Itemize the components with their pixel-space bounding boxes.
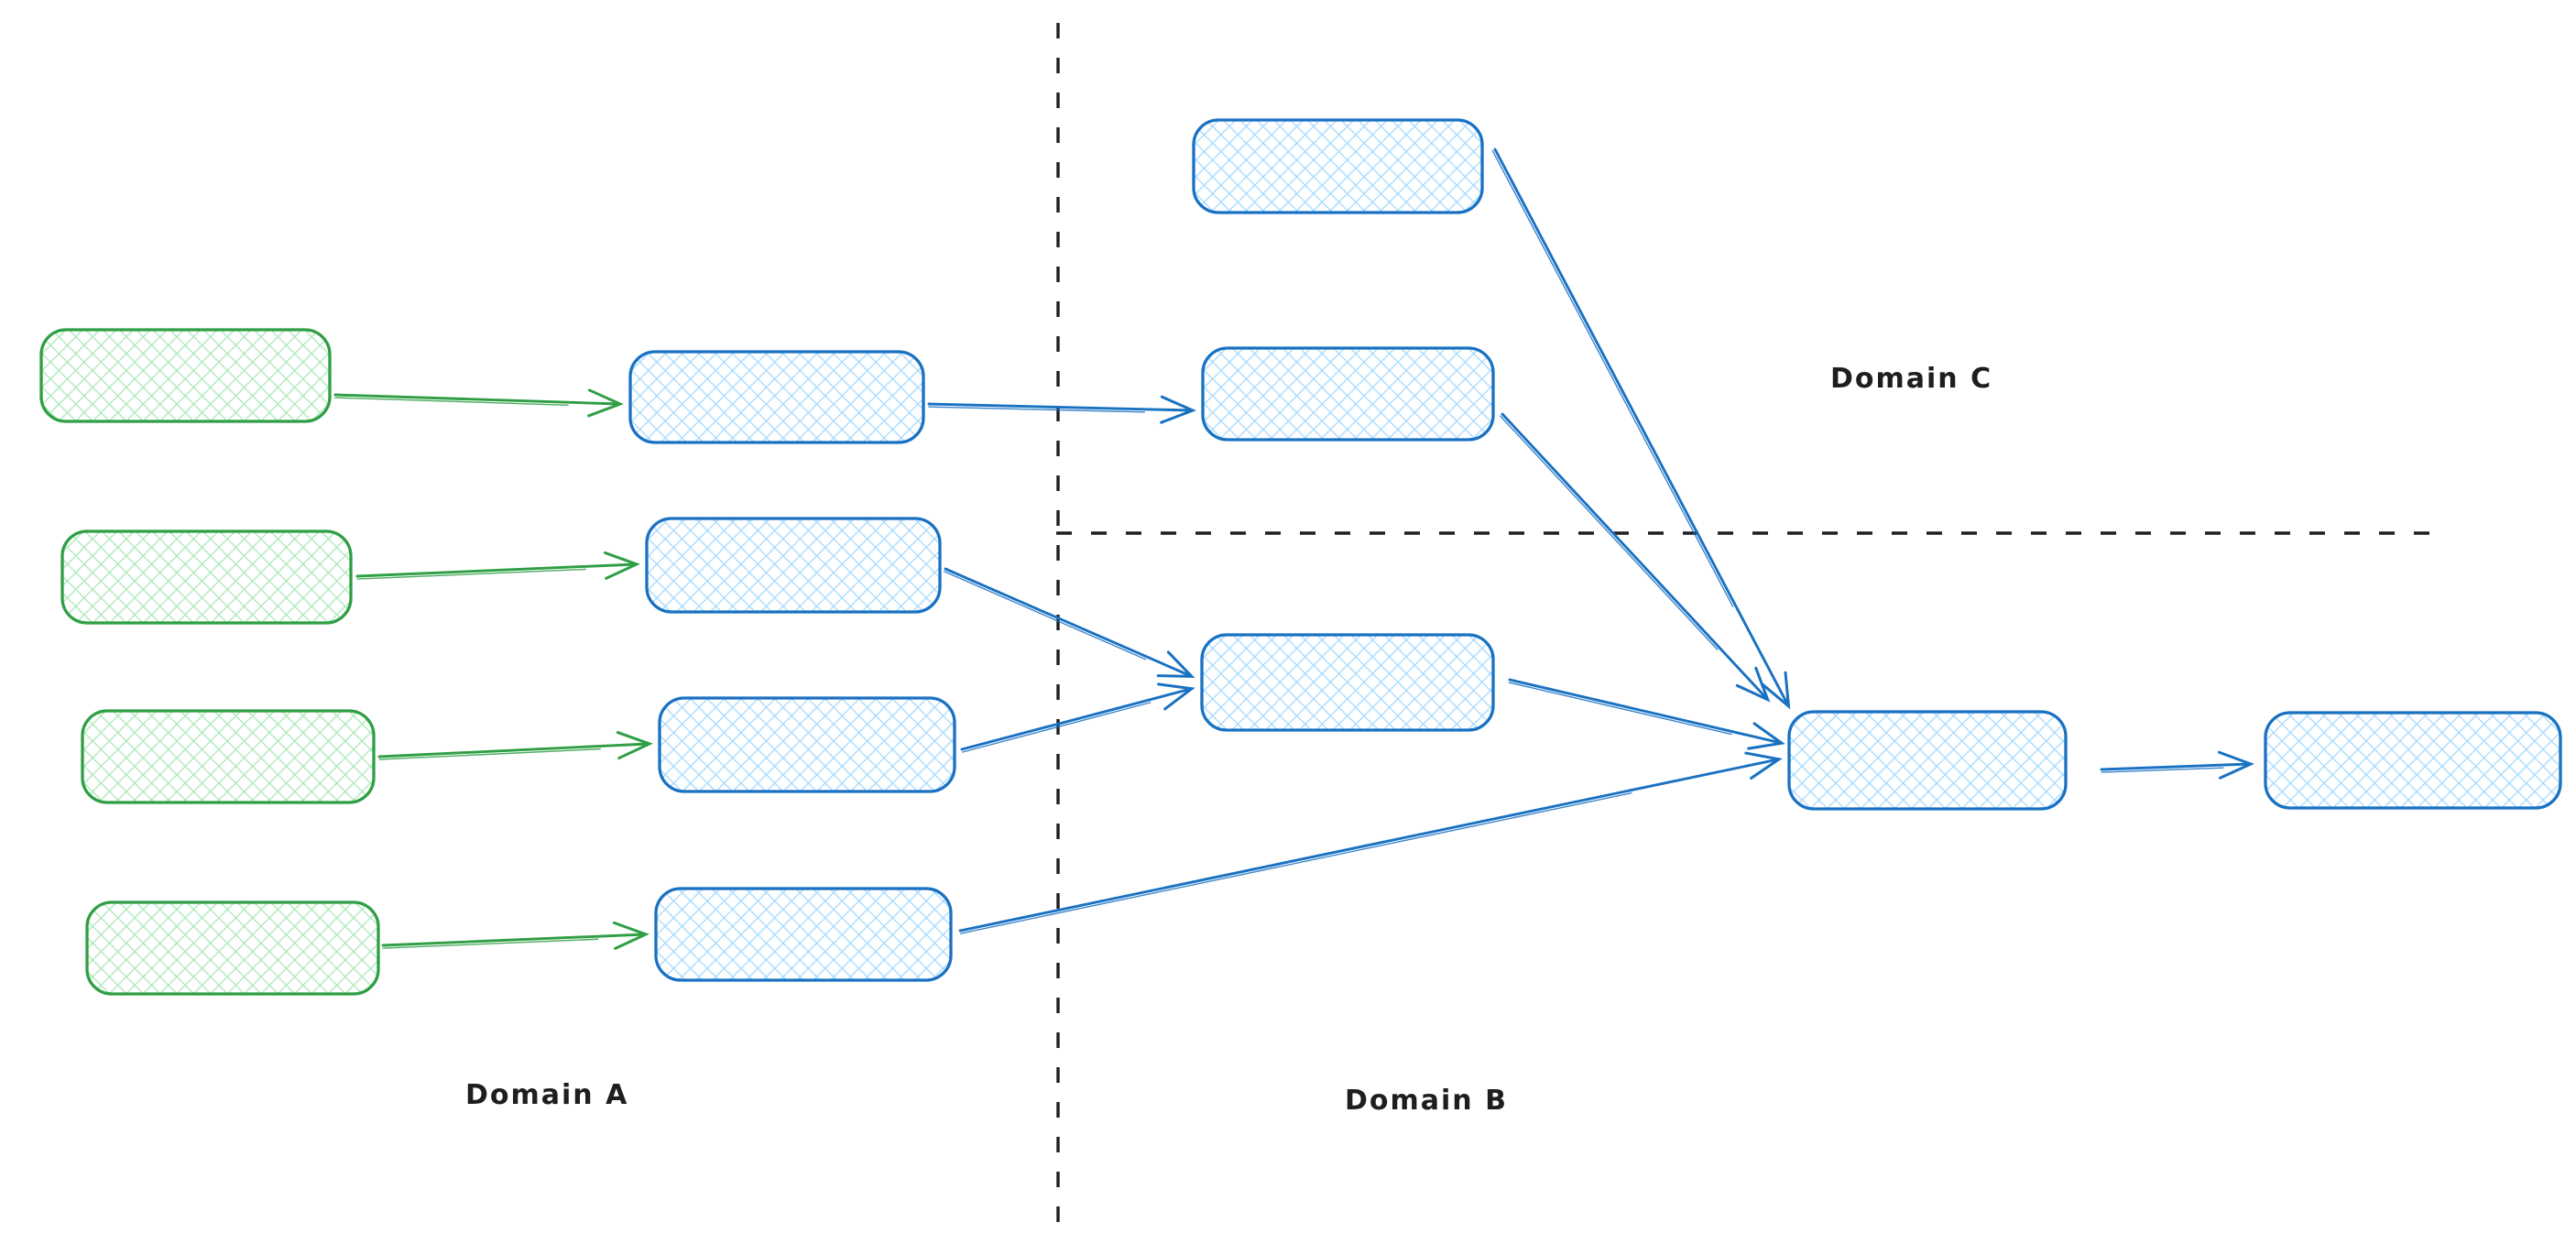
edge-bnode1-hub xyxy=(1508,678,1785,750)
edge-stage3-bnode1 xyxy=(960,682,1195,753)
edge-input1-stage1 xyxy=(333,388,624,418)
domain-a-stage-3[interactable] xyxy=(658,696,956,793)
edge-stage1-cnode2 xyxy=(927,395,1196,424)
edge-cnode2-hub xyxy=(1500,412,1771,703)
domain-c-label: Domain C xyxy=(1830,363,1993,395)
domain-a-label: Domain A xyxy=(465,1079,629,1111)
edge-input2-stage2 xyxy=(355,551,640,580)
domain-a-stage-2[interactable] xyxy=(645,517,942,614)
edge-hub-output xyxy=(2100,750,2254,780)
edge-stage2-bnode1 xyxy=(944,567,1195,678)
edge-input4-stage4 xyxy=(381,921,649,950)
domain-a-input-4[interactable] xyxy=(85,900,380,996)
edge-input3-stage3 xyxy=(377,731,653,760)
domain-a-input-3[interactable] xyxy=(81,709,376,804)
domain-a-input-2[interactable] xyxy=(60,529,353,625)
domain-c-node-1[interactable] xyxy=(1192,118,1484,214)
edge-stage4-hub xyxy=(958,751,1783,934)
domain-b-label: Domain B xyxy=(1345,1085,1508,1117)
domain-b-output[interactable] xyxy=(2264,711,2562,810)
domain-a-input-1[interactable] xyxy=(39,328,332,423)
domain-b-hub[interactable] xyxy=(1787,710,2068,811)
domain-a-stage-4[interactable] xyxy=(654,887,953,982)
domain-a-stage-1[interactable] xyxy=(628,350,925,444)
domain-b-node-1[interactable] xyxy=(1200,633,1495,732)
edge-cnode1-hub xyxy=(1491,147,1791,710)
domain-c-node-2[interactable] xyxy=(1201,346,1495,442)
